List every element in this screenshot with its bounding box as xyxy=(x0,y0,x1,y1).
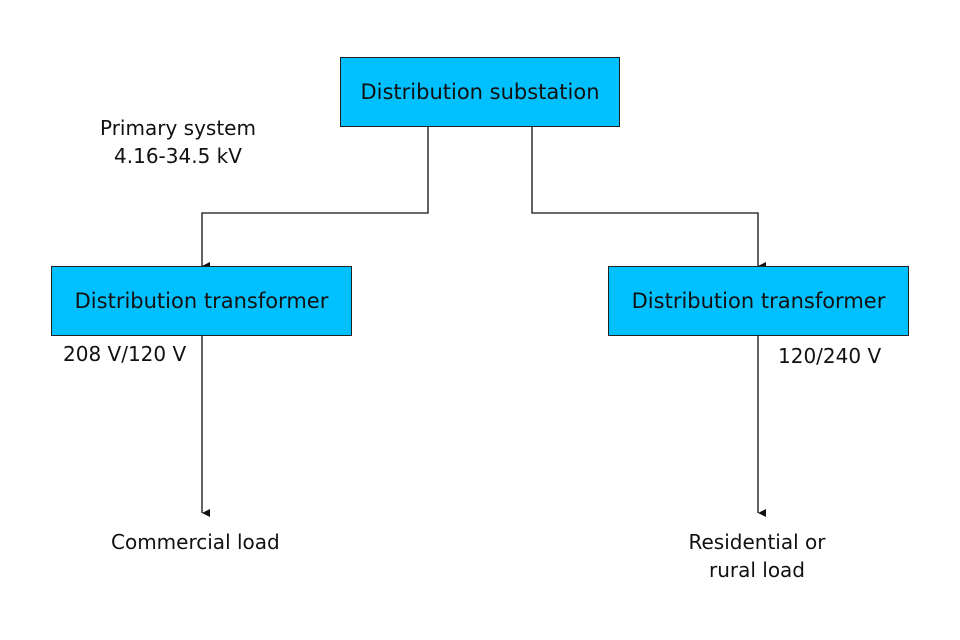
commercial-load-label: Commercial load xyxy=(111,530,280,554)
primary-system-voltage: 4.16-34.5 kV xyxy=(114,144,242,168)
node-distribution-transformer-right-label: Distribution transformer xyxy=(631,289,886,313)
residential-load-label: Residential or rural load xyxy=(682,528,832,584)
residential-load-line-1: Residential or xyxy=(688,530,826,554)
residential-load-line-2: rural load xyxy=(708,558,806,582)
node-distribution-substation: Distribution substation xyxy=(340,57,620,127)
connector-substation-to-left-transformer xyxy=(201,127,429,270)
primary-system-label: Primary system 4.16-34.5 kV xyxy=(100,114,256,170)
node-distribution-transformer-left: Distribution transformer xyxy=(51,266,352,336)
primary-system-title: Primary system xyxy=(100,116,256,140)
left-voltage-label: 208 V/120 V xyxy=(63,342,187,366)
right-voltage-label: 120/240 V xyxy=(778,344,882,368)
connector-substation-to-right-transformer xyxy=(531,127,766,270)
node-distribution-transformer-right: Distribution transformer xyxy=(608,266,909,336)
node-distribution-substation-label: Distribution substation xyxy=(360,80,600,104)
node-distribution-transformer-left-label: Distribution transformer xyxy=(74,289,329,313)
